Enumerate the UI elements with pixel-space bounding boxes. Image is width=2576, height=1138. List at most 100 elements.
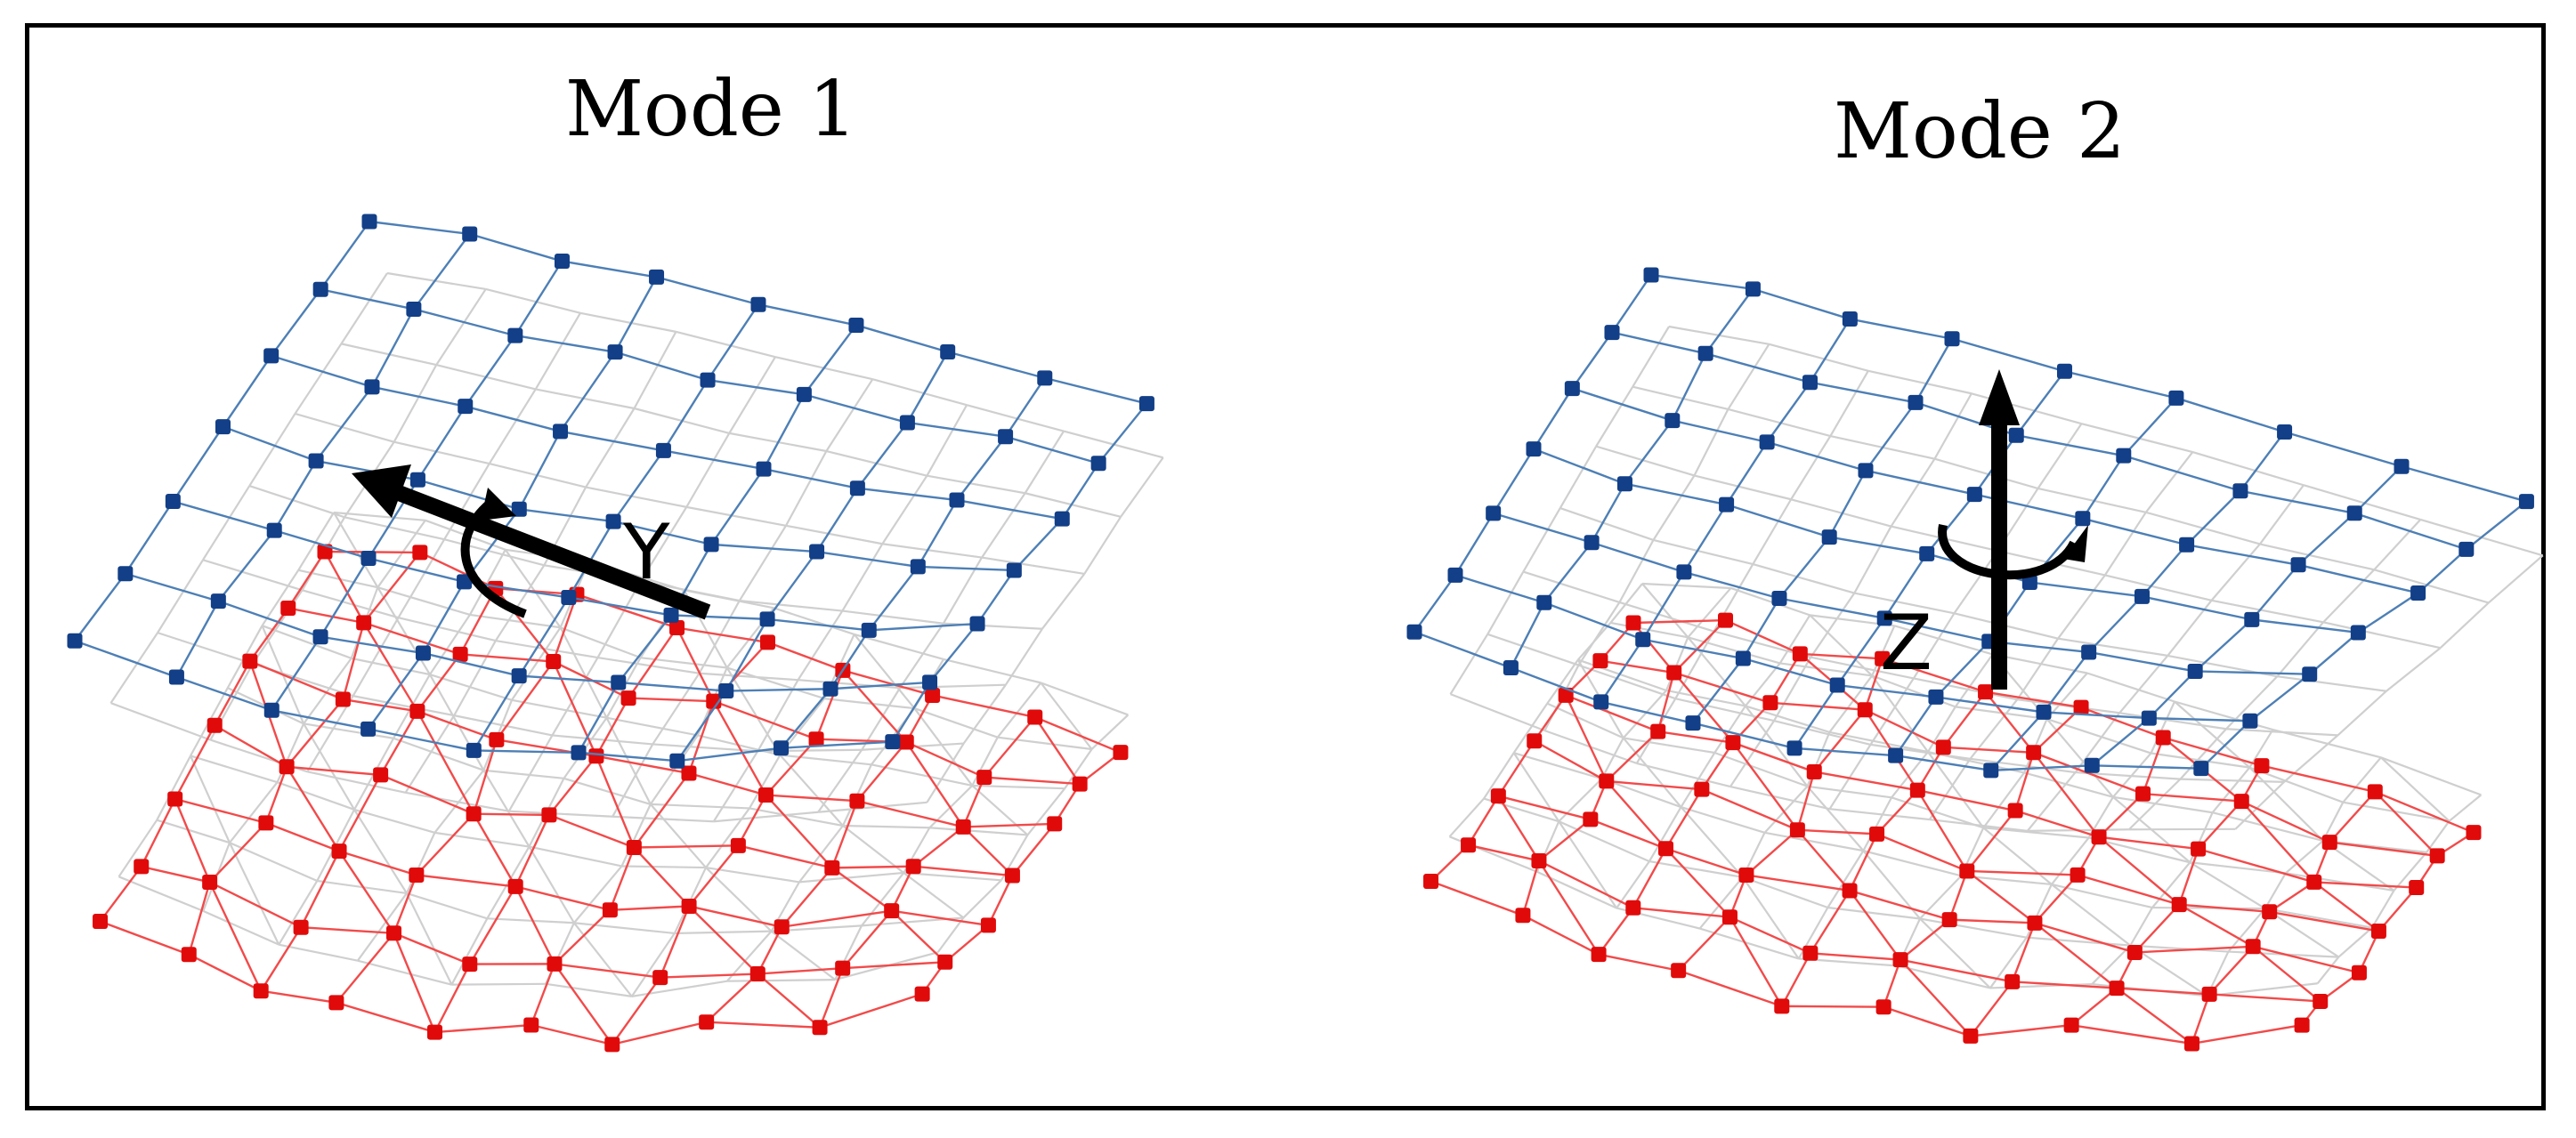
mode-2-upper-mesh-node — [2290, 557, 2306, 573]
mode-2-reference-lower-edge — [1483, 752, 1515, 800]
mode-2-lower-mesh-node — [2294, 1017, 2310, 1033]
mode-1-lower-mesh-edge — [688, 844, 740, 908]
mode-2-reference-lower-edge — [1713, 751, 1808, 787]
mode-2-axis-label: Z — [1880, 599, 1932, 688]
mode-2-reference-lower-edge — [1992, 653, 2088, 674]
mode-2-lower-mesh-edge — [1875, 789, 1919, 835]
mode-2-upper-mesh-node — [1944, 331, 1960, 347]
mode-2-lower-mesh-node — [2109, 981, 2125, 997]
mode-1-upper-mesh-node — [361, 214, 377, 230]
mode-1-reference-upper-edge — [157, 632, 254, 666]
mode-1-upper-mesh-edge — [270, 288, 322, 357]
mode-1-lower-mesh-edge — [380, 773, 474, 815]
mode-1-reference-upper-edge — [817, 749, 863, 813]
mode-1-reference-lower-edge — [962, 879, 1002, 919]
mode-2-upper-mesh-node — [1635, 632, 1651, 648]
mode-2-upper-mesh-node — [2277, 424, 2293, 440]
mode-1-lower-mesh-edge — [905, 741, 965, 828]
mode-2-upper-mesh-edge — [2297, 563, 2418, 594]
mode-2-reference-upper-edge — [1632, 385, 1729, 411]
mode-2-upper-mesh-node — [2232, 483, 2248, 499]
mode-2-reference-upper-edge — [1450, 693, 1545, 732]
mode-1-lower-mesh-edge — [495, 660, 555, 741]
mode-1-reference-lower-edge — [705, 867, 773, 932]
mode-2-lower-mesh-edge — [2374, 791, 2439, 857]
mode-2-upper-mesh-edge — [1828, 470, 1867, 538]
mode-1-reference-upper-edge — [1083, 516, 1122, 575]
mode-1-reference-upper-edge — [202, 559, 303, 592]
mode-2-upper-mesh-edge — [1641, 571, 1685, 641]
mode-2-reference-lower-edge — [1827, 906, 1921, 920]
mode-2-upper-mesh-edge — [1865, 469, 1975, 496]
mode-2-reference-upper-edge — [1595, 386, 1634, 448]
mode-1-lower-mesh-node — [980, 917, 996, 933]
mode-1-reference-lower-edge — [726, 666, 825, 700]
mode-2-lower-mesh-edge — [2179, 903, 2270, 913]
mode-1-upper-mesh-edge — [612, 449, 665, 522]
mode-2-lower-mesh-edge — [1665, 788, 1703, 850]
mode-1-lower-mesh-node — [466, 806, 482, 822]
mode-1-reference-lower-edge — [871, 763, 973, 787]
mode-1-upper-mesh-node — [922, 674, 938, 690]
mode-1-reference-upper-edge — [494, 564, 546, 642]
mode-1-upper-mesh-edge — [217, 529, 276, 602]
mode-1-upper-mesh-node — [561, 589, 577, 605]
mode-2-reference-lower-edge — [2151, 861, 2191, 908]
mode-2-lower-mesh-edge — [2313, 881, 2380, 932]
mode-1-lower-mesh-edge — [335, 932, 395, 1004]
mode-2-panel: Z — [1406, 267, 2544, 1052]
mode-1-lower-mesh-edge — [782, 909, 892, 928]
mode-1-reference-lower-edge — [842, 824, 930, 829]
mode-2-reference-lower-edge — [2426, 820, 2450, 853]
mode-2-reference-lower-edge — [1927, 706, 1956, 753]
mode-1-lower-mesh-node — [955, 819, 971, 835]
mode-1-upper-mesh-edge — [271, 636, 322, 711]
mode-2-upper-mesh-node — [1503, 660, 1519, 676]
mode-2-reference-lower-edge — [2248, 766, 2344, 803]
mode-2-lower-mesh-edge — [1534, 739, 1608, 782]
mode-2-lower-mesh-node — [1869, 826, 1885, 842]
mode-1-lower-mesh-edge — [962, 777, 985, 827]
mode-2-lower-mesh-edge — [1985, 690, 2082, 709]
mode-2-lower-mesh-node — [2026, 745, 2042, 761]
mode-2-lower-mesh-edge — [1533, 694, 1567, 742]
mode-1-lower-mesh-edge — [612, 1021, 707, 1046]
mode-1-lower-mesh-edge — [468, 885, 517, 965]
mode-2-reference-lower-edge — [1680, 752, 1716, 808]
mode-1-upper-mesh-edge — [656, 276, 759, 306]
mode-2-upper-mesh-edge — [2308, 632, 2360, 675]
mode-2-reference-upper-edge — [2373, 569, 2490, 604]
mode-2-lower-mesh-edge — [1598, 953, 1679, 972]
mode-1-lower-mesh-node — [976, 770, 992, 786]
mode-1-reference-upper-edge — [785, 524, 883, 545]
mode-2-reference-upper-edge — [1652, 474, 1696, 541]
mode-1-lower-mesh-edge — [932, 694, 1035, 719]
mode-2-reference-upper-edge — [2303, 484, 2421, 521]
mode-1-lower-mesh-edge — [738, 844, 833, 869]
mode-2-upper-mesh-edge — [1743, 657, 1838, 687]
mode-2-upper-mesh-edge — [1543, 542, 1593, 603]
mode-2-upper-mesh-edge — [1895, 754, 1991, 772]
mode-2-upper-mesh-node — [1697, 345, 1713, 361]
mode-1-upper-mesh-edge — [803, 324, 857, 396]
mode-2-reference-lower-edge — [1863, 850, 1962, 877]
mode-1-upper-mesh-node — [822, 681, 838, 697]
mode-2-reference-upper-edge — [2057, 574, 2106, 640]
mode-1-lower-mesh-edge — [433, 964, 471, 1033]
mode-2-lower-mesh-node — [1909, 782, 1925, 798]
mode-2-reference-upper-edge — [1867, 369, 1973, 395]
mode-1-reference-lower-edge — [780, 754, 872, 766]
mode-2-upper-mesh-edge — [1571, 387, 1673, 422]
mode-2-upper-mesh-edge — [2353, 512, 2467, 551]
mode-1-lower-mesh-node — [134, 859, 150, 875]
mode-1-lower-mesh-node — [181, 947, 197, 963]
mode-1-reference-lower-edge — [393, 737, 484, 771]
mode-1-reference-lower-edge — [469, 613, 561, 629]
mode-1-lower-mesh-edge — [342, 622, 365, 700]
mode-2-upper-mesh-edge — [2088, 650, 2196, 673]
mode-1-lower-mesh-edge — [1034, 715, 1122, 754]
mode-2-lower-mesh-edge — [1497, 795, 1540, 862]
mode-2-lower-mesh-edge — [1497, 740, 1535, 797]
mode-1-reference-lower-edge — [118, 876, 204, 912]
mode-1-upper-mesh-node — [210, 593, 226, 609]
